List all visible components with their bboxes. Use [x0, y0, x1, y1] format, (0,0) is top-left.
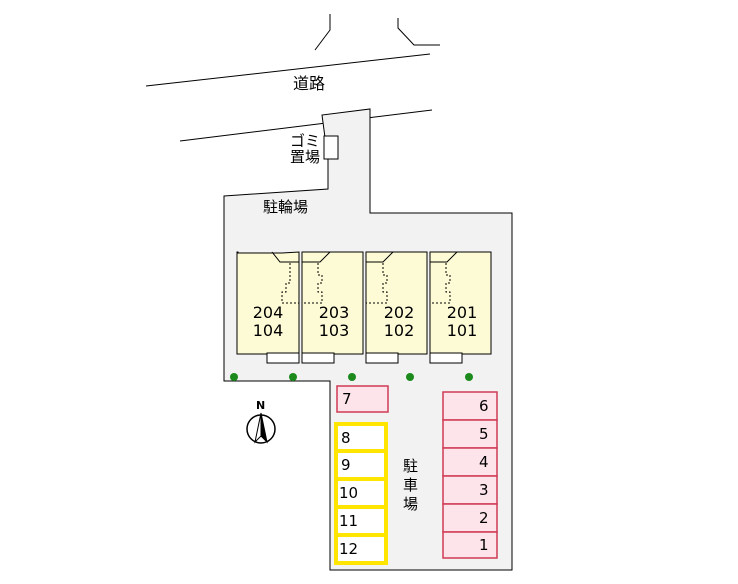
parking-number-12: 12: [339, 540, 359, 558]
road-edge-bottom: [179, 109, 433, 142]
unit-number-lower: 102: [383, 321, 415, 340]
unit-number-upper: 203: [318, 303, 350, 322]
parking-number-6: 6: [479, 397, 489, 415]
parking-space: [336, 385, 389, 413]
unit-stair: [366, 263, 388, 304]
parking-space: [334, 505, 388, 537]
unit-block-201: [429, 251, 492, 355]
parking-number-9: 9: [341, 456, 351, 474]
tree-marker: [465, 373, 473, 381]
unit-number-upper: 201: [446, 303, 478, 322]
parking-number-5: 5: [479, 425, 489, 443]
road-label: 道路: [293, 74, 326, 93]
unit-notch: [271, 251, 299, 263]
unit-porch: [429, 352, 463, 364]
unit-stair: [281, 263, 299, 304]
unit-notch: [430, 251, 458, 263]
garbage-station: [323, 135, 339, 160]
tree-marker: [289, 373, 297, 381]
unit-porch: [365, 352, 399, 364]
unit-202-102: 202 102: [367, 304, 431, 340]
parking-space: [334, 533, 388, 565]
unit-porch: [266, 352, 300, 364]
parking-number-1: 1: [479, 536, 489, 554]
parking-number-7: 7: [342, 390, 352, 408]
garbage-label-line1: ゴミ: [290, 132, 321, 150]
unit-number-upper: 202: [383, 303, 415, 322]
parking-label-2: 車: [403, 476, 419, 494]
parking-number-10: 10: [339, 484, 359, 502]
unit-204-104: 204 104: [237, 304, 299, 340]
parking-space: [442, 531, 498, 559]
tree-marker: [406, 373, 414, 381]
unit-stair: [430, 263, 451, 304]
parking-right-column: [442, 391, 498, 559]
unit-201-101: 201 101: [430, 304, 494, 340]
unit-porch: [301, 352, 335, 364]
parking-number-8: 8: [341, 429, 351, 447]
parking-space: [442, 503, 498, 533]
road-edge-top: [145, 53, 431, 87]
parking-space: [442, 475, 498, 505]
parking-label-3: 場: [403, 495, 419, 513]
unit-notch: [366, 251, 394, 263]
parking-space: [442, 447, 498, 477]
unit-block-204: [236, 251, 300, 355]
parking-number-3: 3: [479, 481, 489, 499]
tree-marker: [348, 373, 356, 381]
parking-label-1: 駐: [403, 457, 419, 475]
unit-number-lower: 104: [252, 321, 284, 340]
parking-space: [334, 449, 388, 481]
unit-203-103: 203 103: [302, 304, 366, 340]
garbage-label-line2: 置場: [290, 148, 321, 166]
unit-stair: [302, 263, 323, 304]
parking-space: [442, 391, 498, 421]
road-corner-right: [397, 18, 440, 46]
parking-number-4: 4: [479, 453, 489, 471]
compass-icon: [246, 412, 276, 444]
building: [236, 251, 492, 364]
north-label: N: [256, 399, 266, 412]
unit-block-203: [301, 251, 364, 355]
unit-notch: [302, 251, 331, 263]
bicycle-parking-label: 駐輪場: [263, 198, 309, 216]
unit-number-lower: 103: [318, 321, 350, 340]
parking-left-column: [334, 422, 388, 565]
parking-number-11: 11: [339, 512, 359, 530]
road-corner-left: [314, 14, 331, 51]
unit-number-lower: 101: [446, 321, 478, 340]
parking-space: [442, 419, 498, 449]
tree-marker: [230, 373, 238, 381]
unit-number-upper: 204: [252, 303, 284, 322]
parking-number-2: 2: [479, 509, 489, 527]
unit-block-202: [365, 251, 428, 355]
